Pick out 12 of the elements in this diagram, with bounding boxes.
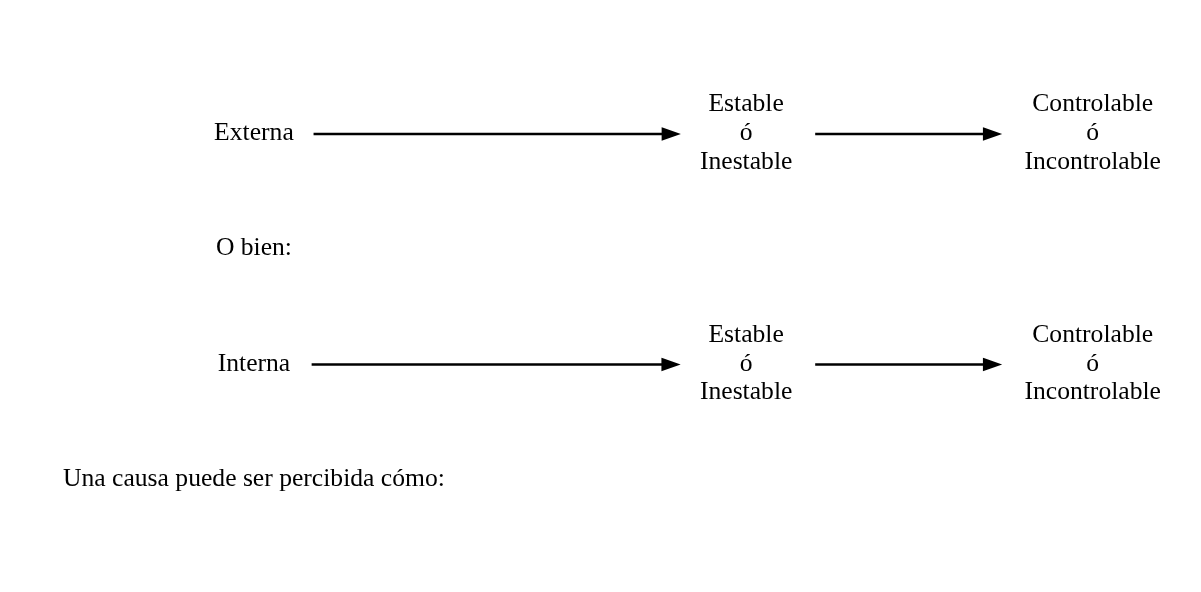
arrow — [313, 126, 681, 141]
node-text: Interna — [217, 347, 291, 377]
label: O bien: — [215, 231, 292, 261]
node-text: Estable ó Inestable — [699, 318, 793, 405]
label: Una causa puede ser percibida cómo: — [63, 462, 445, 492]
node-text: Estable ó Inestable — [699, 87, 793, 175]
node-text: Controlable ó Incontrolable — [1024, 87, 1161, 175]
arrow — [815, 126, 1003, 141]
arrow — [815, 357, 1003, 371]
arrow — [311, 357, 681, 371]
node-text: Controlable ó Incontrolable — [1024, 318, 1161, 405]
node-text: Externa — [214, 116, 294, 146]
